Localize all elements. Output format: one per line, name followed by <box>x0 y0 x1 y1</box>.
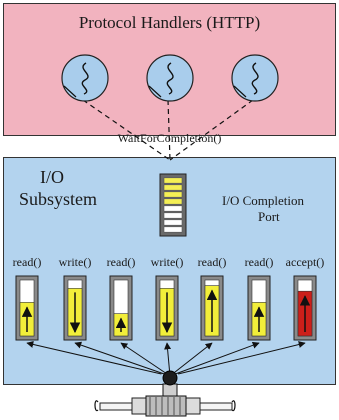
fan-out-arrow <box>74 341 165 375</box>
wait-dashed-line <box>82 99 171 161</box>
io-operation-slot <box>15 275 39 341</box>
fan-out-arrow <box>172 342 213 375</box>
thread-pointer <box>63 85 77 98</box>
cable-curl-right <box>231 400 236 412</box>
connector-stem <box>162 383 178 397</box>
completion-port-queue <box>159 173 187 237</box>
fan-out-arrow <box>177 341 306 375</box>
cable-left <box>99 402 133 411</box>
completion-port-slot <box>163 219 183 226</box>
completion-port-slot <box>163 191 183 198</box>
operation-label: accept() <box>285 255 325 269</box>
thread-squiggle-icon <box>251 62 259 95</box>
thread-pointer <box>148 85 162 98</box>
io-operation-slot <box>293 275 317 341</box>
completion-port-frame <box>159 173 187 237</box>
network-cable-connector-icon <box>94 370 236 417</box>
thread-squiggle-icon <box>166 62 174 95</box>
wait-dashed-line <box>169 99 254 161</box>
protocol-thread <box>231 54 279 102</box>
plug-right <box>185 397 201 415</box>
io-operation-slot <box>63 275 87 341</box>
io-operation-slot <box>200 275 224 341</box>
fan-out-arrow <box>26 341 162 375</box>
completion-port-slot <box>163 184 183 191</box>
cable-curl-left <box>94 400 99 412</box>
protocol-handlers-title: Protocol Handlers (HTTP) <box>78 13 261 32</box>
operation-label: read() <box>197 255 227 269</box>
completion-port-slot <box>163 198 183 205</box>
operation-label: read() <box>12 255 42 269</box>
operation-label: read() <box>106 255 136 269</box>
completion-port-label-line1: I/O Completion <box>222 193 304 208</box>
wait-dashed-line <box>167 99 171 161</box>
operation-label: write() <box>58 255 92 269</box>
io-subsystem-title-line2: Subsystem <box>19 189 98 209</box>
thread-pointer <box>233 85 247 98</box>
io-operation-slot <box>109 275 133 341</box>
plug-left <box>131 397 147 415</box>
operation-label: read() <box>244 255 274 269</box>
completion-port-slot <box>163 205 183 212</box>
thread-circle <box>146 54 194 102</box>
io-subsystem-title-line1: I/O <box>40 167 64 187</box>
connector-hub <box>162 370 178 386</box>
thread-circle <box>231 54 279 102</box>
protocol-thread <box>61 54 109 102</box>
thread-squiggle-icon <box>81 62 89 95</box>
io-operation-slot <box>247 275 271 341</box>
thread-circle <box>61 54 109 102</box>
fan-out-arrow <box>120 342 168 375</box>
fan-out-arrow <box>175 341 260 375</box>
operation-label: write() <box>150 255 184 269</box>
protocol-thread <box>146 54 194 102</box>
completion-port-slot <box>163 212 183 219</box>
cable-right <box>199 402 233 411</box>
wait-for-completion-label: WaitForCompletion() <box>117 131 222 145</box>
fan-out-arrow <box>164 342 172 375</box>
completion-port-slot <box>163 177 183 184</box>
completion-port-label-line2: Port <box>258 209 280 224</box>
io-operation-slot <box>155 275 179 341</box>
completion-port-slot <box>163 226 183 233</box>
